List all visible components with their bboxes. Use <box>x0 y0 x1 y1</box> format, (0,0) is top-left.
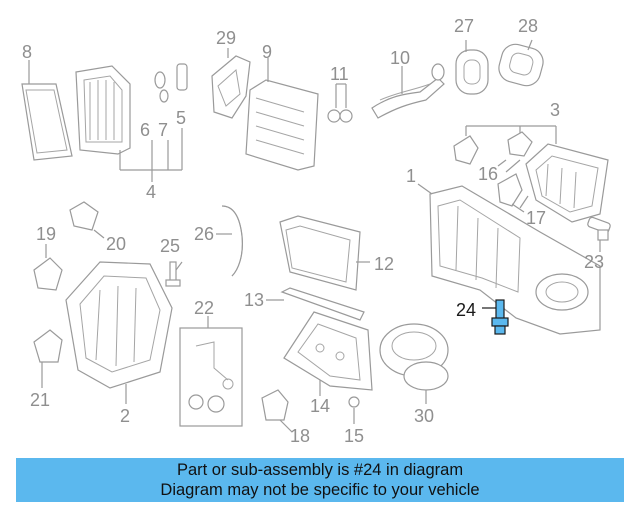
callout-8: 8 <box>22 42 32 62</box>
callout-22: 22 <box>194 298 214 318</box>
part-19-actuator <box>33 244 63 291</box>
part-22-kit <box>179 316 243 427</box>
part-29-bracket <box>211 48 251 119</box>
callout-1: 1 <box>406 166 416 186</box>
callout-25: 25 <box>160 236 180 256</box>
part-9-heater-core <box>245 58 319 171</box>
callout-7: 7 <box>158 120 168 140</box>
callout-10: 10 <box>390 48 410 68</box>
callout-19: 19 <box>36 224 56 244</box>
parts-diagram: 8 6 7 5 4 29 9 11 10 27 28 3 1 16 17 23 … <box>21 16 611 446</box>
part-1-hvac-case <box>417 183 601 335</box>
part-27-gasket <box>455 40 489 95</box>
part-26-drain-hose <box>216 205 243 277</box>
callout-27: 27 <box>454 16 474 36</box>
callout-14: 14 <box>310 396 330 416</box>
callout-16: 16 <box>478 164 498 184</box>
part-28-gasket <box>498 39 544 87</box>
callout-23: 23 <box>584 252 604 272</box>
callout-12: 12 <box>374 254 394 274</box>
part-30-blower-motor <box>379 323 449 404</box>
callout-20: 20 <box>106 234 126 254</box>
callout-3: 3 <box>550 100 560 120</box>
callout-26: 26 <box>194 224 214 244</box>
callout-2: 2 <box>120 406 130 426</box>
callout-11: 11 <box>330 64 349 84</box>
part-24-highlighted-fastener <box>482 299 509 335</box>
part-11-seals <box>327 83 353 123</box>
banner-line-2: Diagram may not be specific to your vehi… <box>160 481 480 499</box>
part-25-bolt <box>165 261 183 287</box>
callout-9: 9 <box>262 42 272 62</box>
callout-30: 30 <box>414 406 434 426</box>
callout-29: 29 <box>216 28 236 48</box>
callout-4: 4 <box>146 182 156 202</box>
info-banner: Part or sub-assembly is #24 in diagram D… <box>16 458 624 502</box>
banner-line-1: Part or sub-assembly is #24 in diagram <box>176 461 464 479</box>
part-10-heater-pipes <box>371 63 445 119</box>
callout-5: 5 <box>176 108 186 128</box>
callout-21: 21 <box>30 390 50 410</box>
part-2-air-distribution-housing <box>65 261 173 404</box>
callout-24: 24 <box>456 300 476 320</box>
callout-15: 15 <box>344 426 364 446</box>
part-14-lower-tray <box>283 311 373 396</box>
callout-28: 28 <box>518 16 538 36</box>
part-21-actuator <box>33 329 63 388</box>
part-12-filter-element <box>279 215 370 291</box>
part-15-clip <box>348 396 360 424</box>
part-20-bracket <box>69 201 105 239</box>
part-18-module <box>261 389 293 433</box>
part-4-evaporator-core <box>75 63 188 182</box>
callout-6: 6 <box>140 120 150 140</box>
callout-18: 18 <box>290 426 310 446</box>
callout-17: 17 <box>526 208 546 228</box>
part-3-actuator-group <box>453 125 609 223</box>
part-8-cabin-filter <box>21 60 73 161</box>
part-13-seal-strip <box>266 287 365 321</box>
callout-13: 13 <box>244 290 264 310</box>
part-23-screw <box>587 216 611 252</box>
